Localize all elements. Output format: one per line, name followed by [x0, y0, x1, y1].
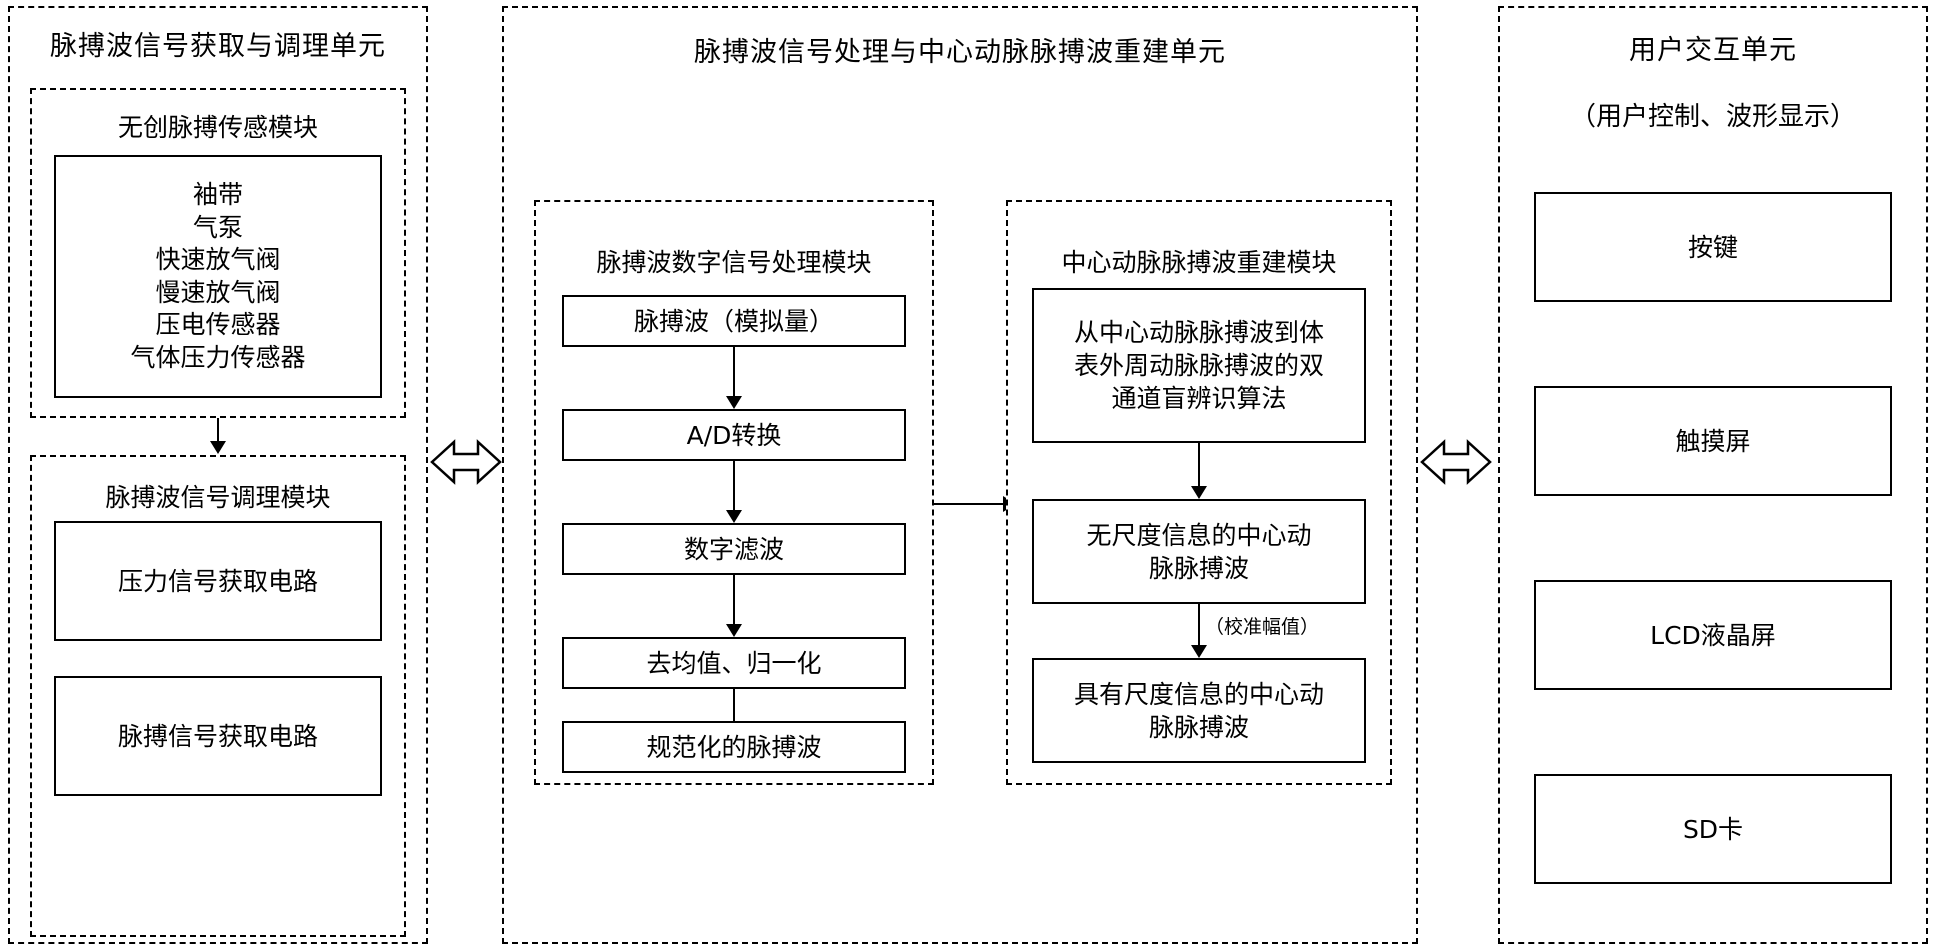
panel-interaction-subtitle: （用户控制、波形显示） — [1569, 102, 1856, 132]
box-touchscreen[interactable]: 触摸屏 — [1534, 386, 1892, 496]
arrow-ad-to-filter — [726, 461, 742, 523]
arrow-algorithm-to-scaleless — [1191, 443, 1207, 499]
box-lcd-display[interactable]: LCD液晶屏 — [1534, 580, 1892, 690]
sensor-item-fast-valve: 快速放气阀 — [155, 245, 281, 274]
module-reconstruction-title: 中心动脉脉搏波重建模块 — [1061, 248, 1337, 277]
panel-acquisition-title: 脉搏波信号获取与调理单元 — [50, 31, 386, 62]
algorithm-line-1: 从中心动脉脉搏波到体 — [1073, 318, 1324, 347]
box-demean-normalize: 去均值、归一化 — [562, 637, 906, 689]
sensor-item-slow-valve: 慢速放气阀 — [155, 277, 281, 307]
box-buttons[interactable]: 按键 — [1534, 192, 1892, 302]
arrow-sensing-to-conditioning — [210, 418, 226, 454]
panel-processing-title: 脉搏波信号处理与中心动脉脉搏波重建单元 — [694, 37, 1226, 68]
box-standardized-pulse-wave: 规范化的脉搏波 — [562, 721, 906, 773]
double-arrow-acquisition-processing — [430, 432, 502, 492]
box-sd-card[interactable]: SD卡 — [1534, 774, 1892, 884]
box-blind-identification-algorithm: 从中心动脉脉搏波到体 表外周动脉脉搏波的双 通道盲辨识算法 — [1032, 288, 1366, 443]
arrow-dsp-to-reconstruction — [934, 495, 1016, 513]
box-ad-conversion: A/D转换 — [562, 409, 906, 461]
box-digital-filtering: 数字滤波 — [562, 523, 906, 575]
double-arrow-processing-interaction — [1420, 432, 1492, 492]
sensor-item-piezo-sensor: 压电传感器 — [155, 310, 281, 339]
box-scaleless-central-pulse-wave: 无尺度信息的中心动 脉脉搏波 — [1032, 499, 1366, 604]
arrow-filter-to-normalize — [726, 575, 742, 637]
box-pressure-signal-circuit: 压力信号获取电路 — [54, 521, 382, 641]
scaleless-line-2: 脉脉搏波 — [1148, 553, 1249, 583]
sensor-component-list: 袖带 气泵 快速放气阀 慢速放气阀 压电传感器 气体压力传感器 — [54, 155, 382, 398]
algorithm-line-3: 通道盲辨识算法 — [1111, 384, 1287, 413]
sensor-item-air-pump: 气泵 — [192, 212, 243, 242]
module-dsp-title: 脉搏波数字信号处理模块 — [596, 248, 872, 277]
scaled-line-1: 具有尺度信息的中心动 — [1073, 679, 1324, 709]
sensor-item-pressure-sensor: 气体压力传感器 — [130, 342, 306, 372]
arrow-scaleless-to-scaled — [1191, 604, 1207, 658]
module-noninvasive-sensing-title: 无创脉搏传感模块 — [117, 113, 318, 142]
sensor-item-cuff: 袖带 — [192, 180, 243, 209]
panel-interaction-title: 用户交互单元 — [1629, 35, 1797, 66]
box-scaled-central-pulse-wave: 具有尺度信息的中心动 脉脉搏波 — [1032, 658, 1366, 763]
calibration-annotation: （校准幅值） — [1205, 616, 1320, 638]
scaleless-line-1: 无尺度信息的中心动 — [1086, 520, 1312, 550]
arrow-analog-to-ad — [726, 347, 742, 409]
box-pulse-signal-circuit: 脉搏信号获取电路 — [54, 676, 382, 796]
algorithm-line-2: 表外周动脉脉搏波的双 — [1073, 351, 1324, 380]
module-signal-conditioning-title: 脉搏波信号调理模块 — [105, 483, 331, 512]
box-pulse-wave-analog: 脉搏波（模拟量） — [562, 295, 906, 347]
scaled-line-2: 脉脉搏波 — [1148, 712, 1249, 742]
